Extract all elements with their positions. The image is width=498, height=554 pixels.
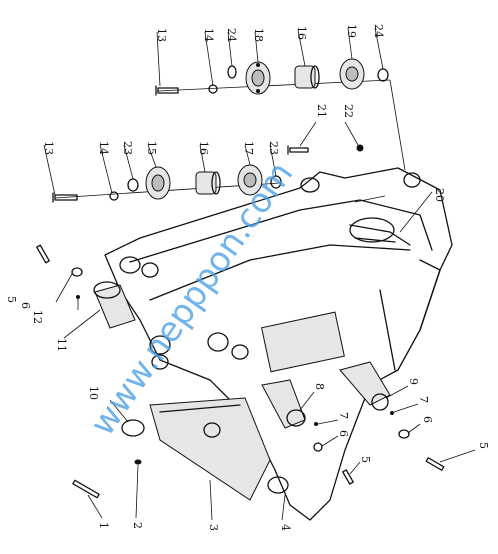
pin-8 <box>261 379 306 429</box>
frame-eye-bottom <box>267 476 289 494</box>
callout-24-upper-left: 24 <box>225 28 238 42</box>
clip-2 <box>134 459 142 465</box>
seal-23-left <box>127 178 139 192</box>
leader-lines <box>43 27 476 521</box>
pin-9 <box>339 361 391 411</box>
link-plate-3 <box>149 397 271 501</box>
bushing-16-lower <box>195 171 221 195</box>
callout-6-mid: 6 <box>337 430 350 437</box>
bolt-5-mid <box>342 469 354 485</box>
callout-6-right: 6 <box>421 416 434 423</box>
washer-6-right <box>398 429 410 439</box>
left-pin-group <box>36 244 136 329</box>
washer-6-mid <box>313 442 323 452</box>
callout-labels: 13 14 24 18 16 19 24 13 14 23 15 16 17 2… <box>5 24 490 531</box>
bolt-13-lower <box>52 192 78 203</box>
callout-18: 18 <box>252 28 265 42</box>
callout-6-left: 6 <box>19 302 32 309</box>
callout-14-lower: 14 <box>97 141 110 155</box>
callout-1: 1 <box>97 522 110 529</box>
bolt-7-right <box>390 411 394 415</box>
callout-12: 12 <box>31 310 44 324</box>
frame-eye-left <box>119 256 141 274</box>
callout-23-left: 23 <box>121 141 134 155</box>
flange-bearing-19 <box>339 58 365 90</box>
callout-9: 9 <box>407 378 420 385</box>
flange-bearing-15 <box>145 166 171 200</box>
pin-11 <box>93 281 136 329</box>
bolt-5-left <box>36 244 50 264</box>
callout-21: 21 <box>315 104 328 118</box>
bolt-21 <box>287 145 309 155</box>
callout-16-lower: 16 <box>197 141 210 155</box>
bolt-7-left <box>314 422 318 426</box>
callout-2: 2 <box>131 522 144 529</box>
lower-left-group <box>72 397 271 501</box>
callout-5-right: 5 <box>477 442 490 449</box>
callout-11: 11 <box>55 338 68 352</box>
callout-17: 17 <box>242 141 255 155</box>
callout-20: 20 <box>433 188 446 202</box>
flange-bearing-18 <box>245 61 271 95</box>
bolt-1 <box>72 479 100 499</box>
frame-eye-top-right <box>403 172 421 188</box>
cylinder-assembly-20 <box>349 217 411 246</box>
callout-15: 15 <box>145 141 158 155</box>
callout-5-left: 5 <box>5 296 18 303</box>
callout-13-lower: 13 <box>42 141 55 155</box>
callout-7-right: 7 <box>417 396 430 403</box>
callout-10: 10 <box>87 386 100 400</box>
callout-3: 3 <box>207 524 220 531</box>
right-pin-group <box>261 361 445 485</box>
brace-plate <box>261 311 345 373</box>
lower-shaft-assembly <box>52 144 364 203</box>
washer-14-upper <box>208 84 218 94</box>
bolt-13-upper <box>155 85 179 96</box>
callout-23-right: 23 <box>267 141 280 155</box>
seal-24-upper-right <box>377 68 389 82</box>
callout-4: 4 <box>279 524 292 531</box>
frame-eye-top-left <box>300 177 320 193</box>
callout-16-upper: 16 <box>295 26 308 40</box>
washer-14-lower <box>109 191 119 201</box>
seal-24-upper-left <box>227 65 237 79</box>
frame-eye-left-2 <box>141 262 159 278</box>
callout-24-upper-right: 24 <box>372 24 385 38</box>
nut-22 <box>356 144 364 152</box>
callout-8: 8 <box>313 383 326 390</box>
ring-10 <box>121 419 145 437</box>
upper-shaft-assembly <box>155 58 406 171</box>
callout-5-mid: 5 <box>359 456 372 463</box>
callout-7-left: 7 <box>337 412 350 419</box>
bolt-5-right <box>425 457 445 471</box>
mount-bracket <box>149 332 249 370</box>
callout-19: 19 <box>345 24 358 38</box>
washer-6-left <box>71 267 83 277</box>
callout-14-upper: 14 <box>202 28 215 42</box>
bushing-16-upper <box>294 65 320 89</box>
callout-13-upper: 13 <box>155 28 168 42</box>
callout-22: 22 <box>342 104 355 118</box>
